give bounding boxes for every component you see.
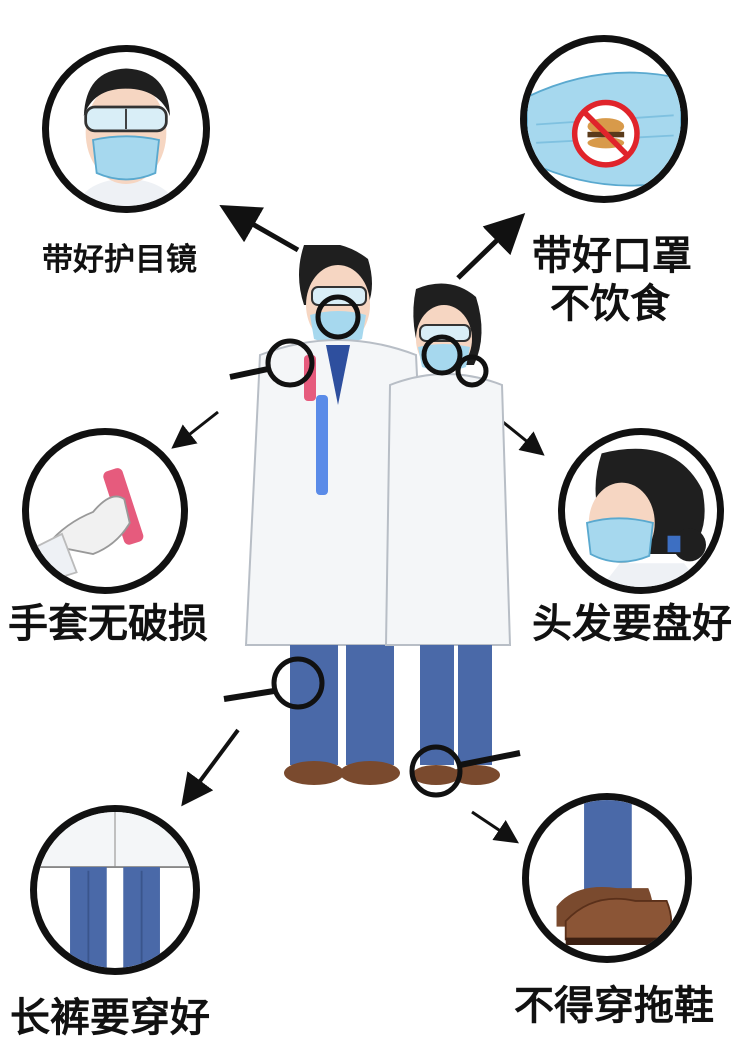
arrow-shoes xyxy=(471,810,519,844)
label-mask-line1: 带好口罩 xyxy=(532,233,692,279)
male-scientist xyxy=(244,245,432,785)
label-goggles: 带好护目镜 xyxy=(42,242,197,278)
label-hair: 头发要盘好 xyxy=(532,601,732,647)
magnifier-pants xyxy=(271,656,325,710)
label-pants: 长裤要穿好 xyxy=(10,995,210,1041)
arrow-gloves xyxy=(171,410,219,449)
hair-circle xyxy=(558,428,724,594)
mask-no-food-circle xyxy=(520,35,688,203)
goggles-circle xyxy=(42,45,210,213)
magnifier-shoes xyxy=(409,744,463,798)
magnifier-mask-female xyxy=(421,334,463,376)
shoes-circle xyxy=(522,793,692,963)
pants-circle xyxy=(30,805,200,975)
magnifier-glove xyxy=(265,338,315,388)
leather-shoes-icon xyxy=(556,800,673,945)
long-pants-icon xyxy=(37,812,193,968)
scientists-illustration xyxy=(223,245,521,798)
gloves-circle xyxy=(22,428,188,594)
label-mask-line2: 不饮食 xyxy=(550,281,670,327)
label-shoes: 不得穿拖鞋 xyxy=(514,983,714,1029)
label-mask: 带好口罩 不饮食 xyxy=(532,232,692,328)
arrow-hair xyxy=(497,416,545,456)
goggles-face-icon xyxy=(76,68,178,206)
magnifier-mask xyxy=(315,294,361,340)
arrow-goggles xyxy=(219,205,300,253)
arrow-mask xyxy=(456,213,526,280)
label-gloves: 手套无破损 xyxy=(8,601,208,647)
no-food-icon xyxy=(527,71,681,187)
hair-bun-icon xyxy=(585,448,707,587)
glove-test-tube-icon xyxy=(29,468,144,587)
arrow-pants xyxy=(181,728,240,807)
magnifier-hair xyxy=(455,354,489,388)
